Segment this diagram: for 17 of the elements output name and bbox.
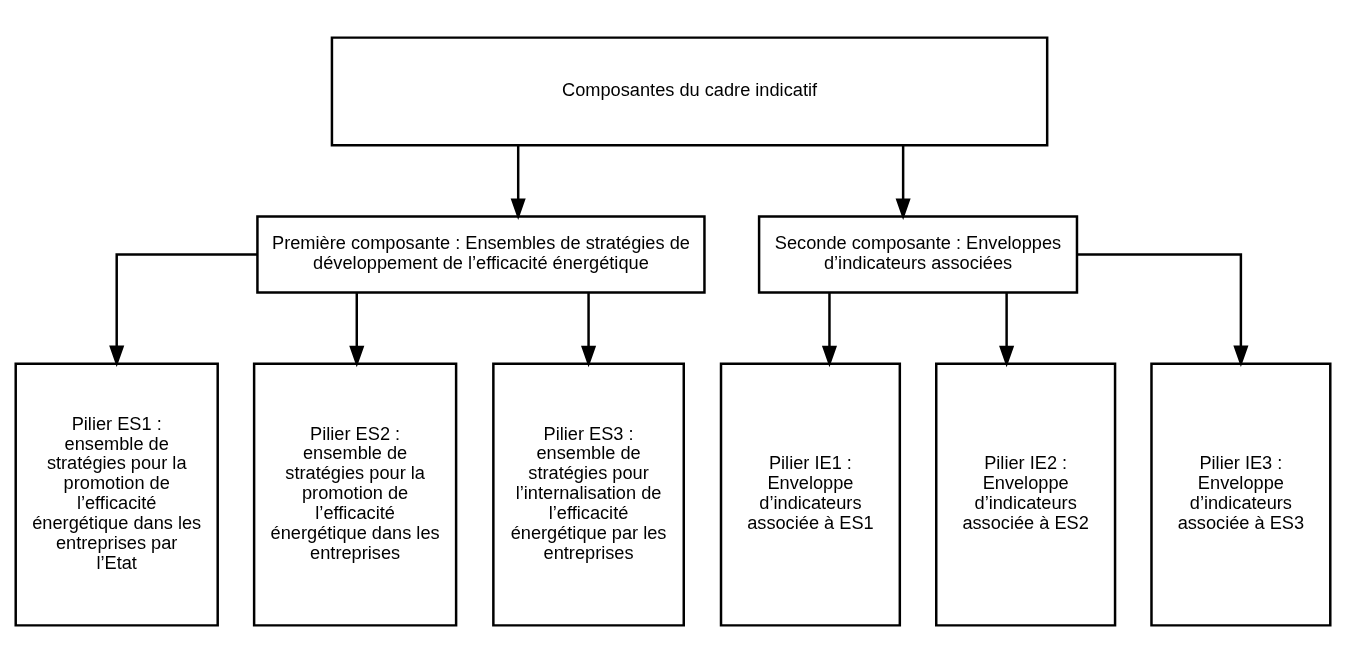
node-box: Composantes du cadre indicatif <box>330 35 1049 146</box>
arrow <box>895 144 911 220</box>
arrow <box>510 144 526 220</box>
arrow <box>999 292 1015 367</box>
node-box: Première composante : Ensembles de stratégies de développement de l’efficacité énergétique <box>256 214 706 294</box>
arrow <box>821 292 837 367</box>
node-box: Seconde composante : Enveloppes d’indicateurs associées <box>757 214 1079 294</box>
node-box: Pilier IE1 : Enveloppe d’indicateurs associée à ES1 <box>719 362 902 627</box>
node-box: Pilier IE3 : Enveloppe d’indicateurs associée à ES3 <box>1150 362 1332 627</box>
node-box: Pilier IE2 : Enveloppe d’indicateurs associée à ES2 <box>935 362 1117 627</box>
node-box: Pilier ES3 : ensemble de stratégies pour l’internalisation de l’efficacité énergétique par les entreprises <box>492 362 685 627</box>
arrow <box>349 292 365 367</box>
node-box: Pilier ES2 : ensemble de stratégies pour la promotion de l’efficacité énergétique dans les entreprises <box>252 362 458 627</box>
arrow <box>109 252 257 367</box>
node-box: Pilier ES1 : ensemble de stratégies pour la promotion de l’efficacité énergétique dans les entreprises par l’Etat <box>14 362 219 627</box>
arrow <box>581 292 597 367</box>
arrow <box>1077 252 1249 367</box>
